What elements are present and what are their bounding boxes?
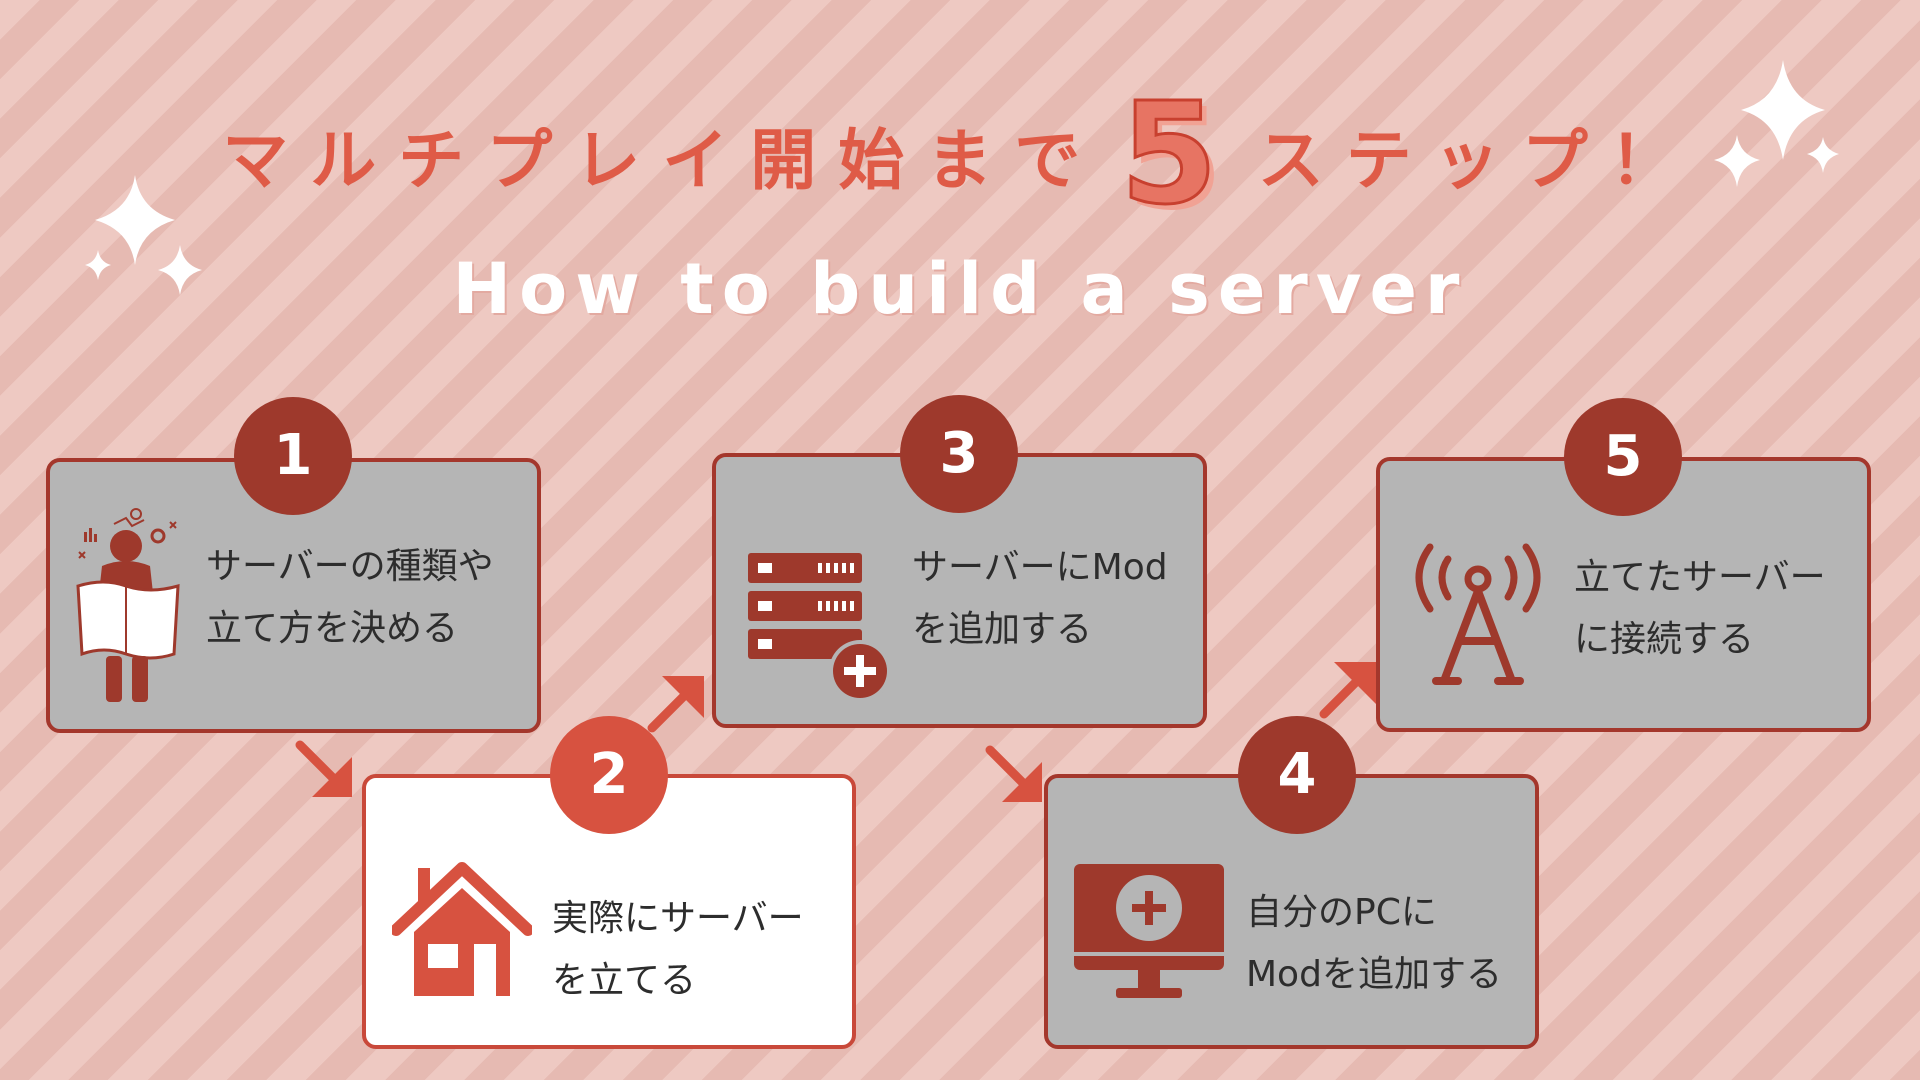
antenna-icon: [1415, 543, 1541, 685]
step-badge-2: 2: [550, 716, 668, 834]
title-number: 5: [1119, 73, 1219, 236]
person-with-map-icon: [76, 508, 180, 702]
house-icon: [392, 862, 532, 996]
step-1-line-2: 立て方を決める: [206, 608, 459, 649]
step-1-text: サーバーの種類や 立て方を決める: [206, 536, 494, 660]
step-card-3: サーバーにMod を追加する: [712, 453, 1207, 728]
step-badge-3: 3: [900, 395, 1018, 513]
step-4-line-1: 自分のPCに: [1246, 892, 1437, 933]
title-suffix: ステップ！: [1257, 122, 1698, 199]
step-2-text: 実際にサーバー を立てる: [552, 888, 804, 1012]
title-text: マルチプレイ開始まで: [222, 122, 1103, 199]
step-4-text: 自分のPCに Modを追加する: [1246, 882, 1502, 1006]
step-1-line-1: サーバーの種類や: [206, 546, 494, 587]
step-badge-1: 1: [234, 397, 352, 515]
step-3-line-2: を追加する: [912, 609, 1093, 650]
arrow-up-right-icon-2: [1319, 662, 1376, 719]
arrow-down-right-icon-2: [985, 745, 1042, 802]
step-3-line-1: サーバーにMod: [912, 547, 1168, 588]
step-3-text: サーバーにMod を追加する: [912, 537, 1168, 661]
step-5-line-1: 立てたサーバー: [1574, 557, 1826, 598]
monitor-add-icon: [1074, 864, 1224, 998]
step-5-text: 立てたサーバー に接続する: [1574, 547, 1826, 671]
server-add-icon: [748, 553, 891, 702]
sparkle-left-icon: [85, 175, 202, 295]
step-badge-5: 5: [1564, 398, 1682, 516]
arrow-up-right-icon: [647, 676, 704, 733]
step-4-line-2: Modを追加する: [1246, 954, 1502, 995]
step-5-line-2: に接続する: [1574, 619, 1755, 660]
step-badge-4: 4: [1238, 716, 1356, 834]
sparkle-right-icon: [1714, 60, 1839, 187]
arrow-down-right-icon: [295, 740, 352, 797]
step-2-line-2: を立てる: [552, 960, 697, 1001]
step-2-line-1: 実際にサーバー: [552, 898, 804, 939]
subtitle: How to build a server: [452, 248, 1468, 330]
